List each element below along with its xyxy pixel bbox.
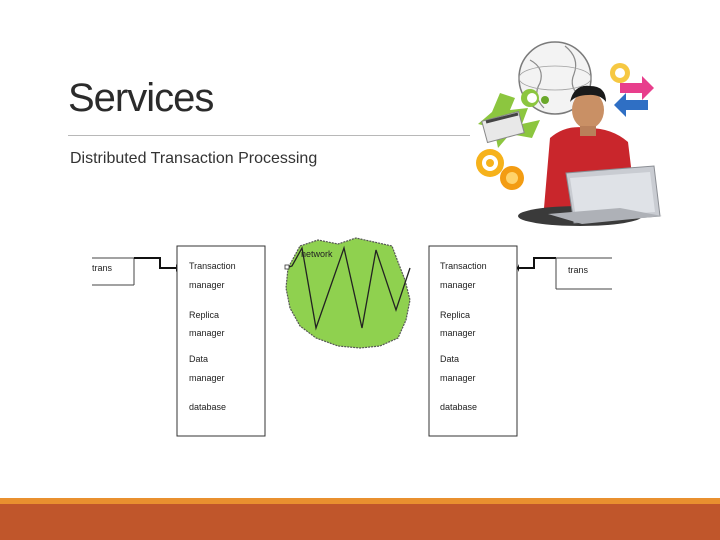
right-db-label: database bbox=[440, 402, 477, 412]
network-cloud bbox=[285, 237, 411, 349]
footer-accent-bar bbox=[0, 498, 720, 504]
left-db-label: database bbox=[189, 402, 226, 412]
left-rm-line2: manager bbox=[189, 328, 225, 338]
right-dm-line2: manager bbox=[440, 373, 476, 383]
person-with-laptop-image bbox=[476, 41, 662, 226]
slide-title: Services bbox=[68, 76, 214, 120]
title-divider bbox=[68, 135, 470, 136]
left-tm-line2: manager bbox=[189, 280, 225, 290]
right-node-box bbox=[428, 245, 518, 437]
network-link-line bbox=[285, 245, 411, 331]
right-dm-line1: Data bbox=[440, 354, 459, 364]
left-node-box bbox=[176, 245, 266, 437]
left-dm-line1: Data bbox=[189, 354, 208, 364]
left-rm-line1: Replica bbox=[189, 310, 219, 320]
right-rm-line1: Replica bbox=[440, 310, 470, 320]
right-trans-label: trans bbox=[568, 265, 589, 275]
left-dm-line2: manager bbox=[189, 373, 225, 383]
left-trans-label: trans bbox=[92, 263, 113, 273]
network-label: network bbox=[301, 249, 333, 259]
right-tm-line2: manager bbox=[440, 280, 476, 290]
right-rm-line2: manager bbox=[440, 328, 476, 338]
left-tm-line1: Transaction bbox=[189, 261, 236, 271]
footer-bar bbox=[0, 504, 720, 540]
slide-subtitle: Distributed Transaction Processing bbox=[70, 150, 318, 167]
right-tm-line1: Transaction bbox=[440, 261, 487, 271]
